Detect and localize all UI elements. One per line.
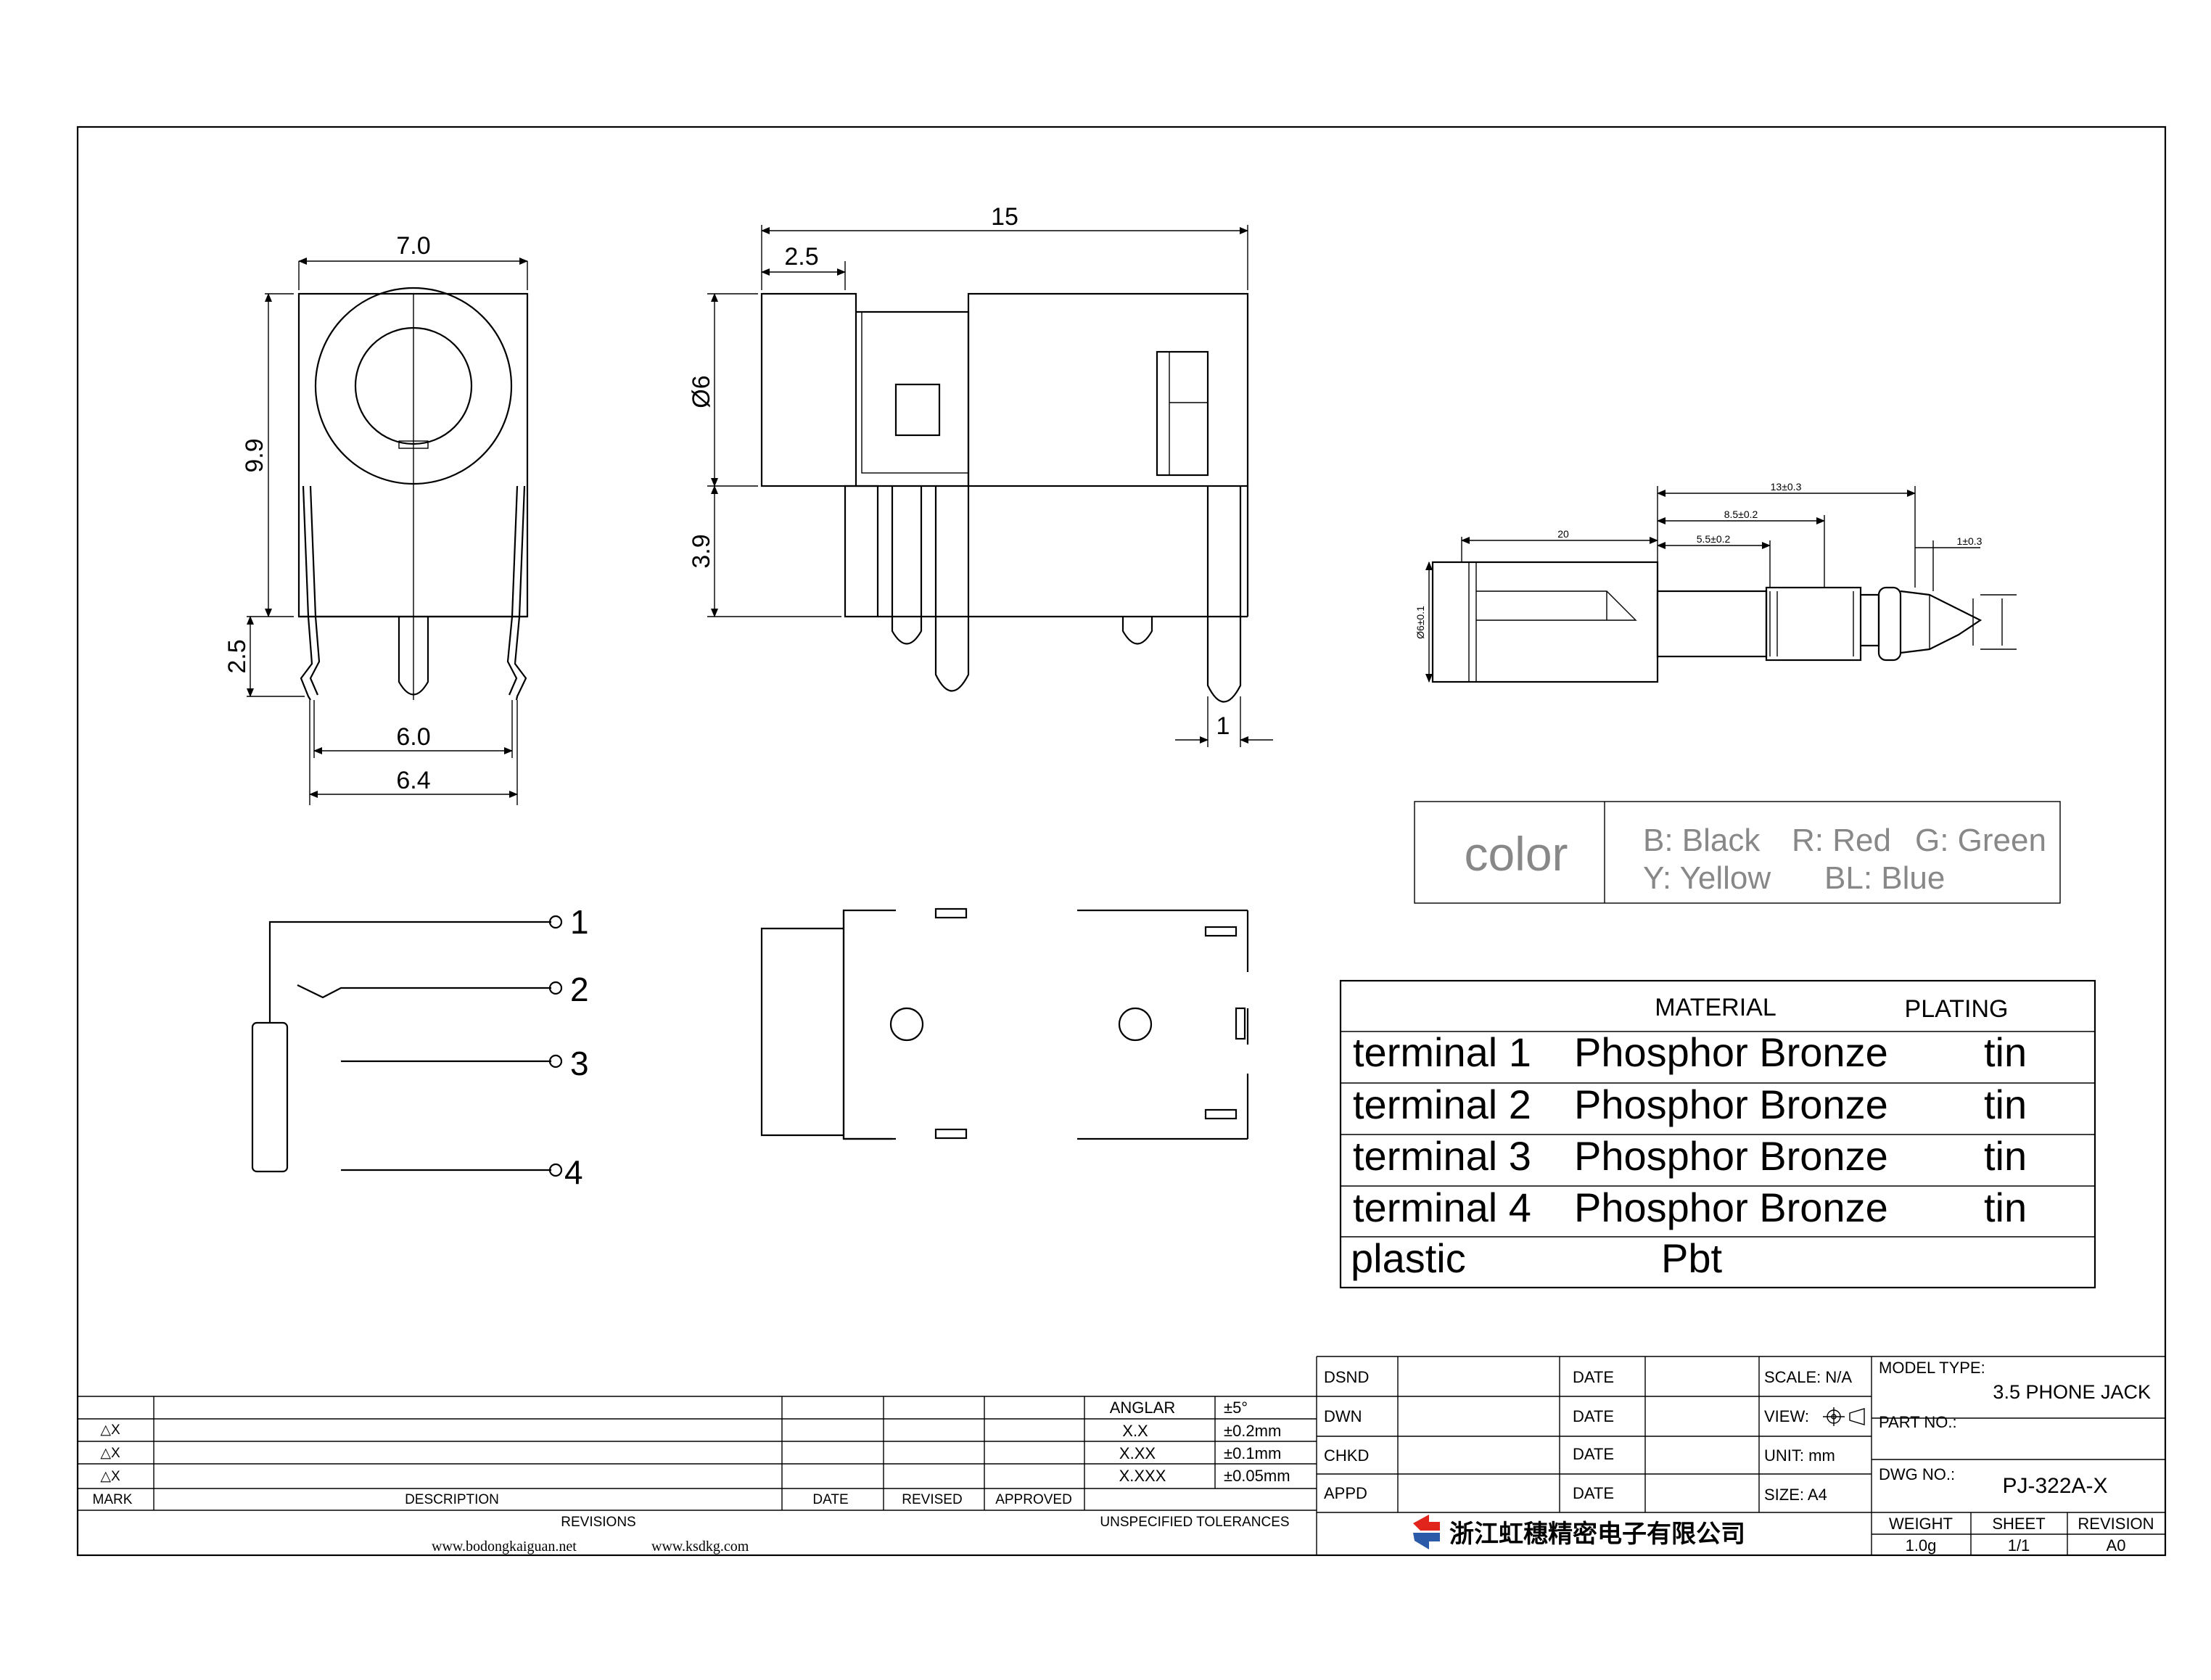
row2-material: Phosphor Bronze (1574, 1082, 1888, 1127)
tolerances-footer: UNSPECIFIED TOLERANCES (1100, 1515, 1289, 1530)
row2-plating: tin (1984, 1082, 2027, 1127)
pin-label-3: 3 (570, 1045, 589, 1082)
revision-label: REVISION (2078, 1515, 2154, 1533)
mark-row-3: △X (100, 1469, 120, 1484)
sheet-value: 1/1 (2008, 1536, 2030, 1555)
sheet-border (76, 125, 2167, 1557)
tol-label-2: X.X (1122, 1422, 1148, 1440)
weight-label: WEIGHT (1889, 1515, 1953, 1533)
tol-value-3: ±0.1mm (1224, 1444, 1281, 1462)
header-mark: MARK (93, 1492, 133, 1507)
dim-plug-55: 5.5±0.2 (1697, 533, 1731, 545)
size-label: SIZE: A4 (1764, 1486, 1827, 1504)
row5-part: plastic (1351, 1235, 1466, 1281)
dim-plug-13: 13±0.3 (1771, 481, 1802, 493)
row3-part: terminal 3 (1353, 1133, 1531, 1179)
dwg-no-label: DWG NO.: (1879, 1465, 1955, 1483)
dim-plug-85: 8.5±0.2 (1724, 508, 1758, 520)
signoff-chkd: CHKD (1324, 1446, 1369, 1465)
tol-label-4: X.XXX (1119, 1467, 1166, 1485)
dim-front-height: 9.9 (241, 438, 268, 472)
row4-material: Phosphor Bronze (1574, 1185, 1888, 1230)
unit-label: UNIT: mm (1764, 1446, 1835, 1465)
dim-front-lead: 2.5 (223, 639, 251, 673)
color-green: G: Green (1915, 823, 2046, 858)
tol-value-1: ±5° (1224, 1399, 1248, 1417)
row1-material: Phosphor Bronze (1574, 1029, 1888, 1075)
plating-header: PLATING (1905, 995, 2009, 1023)
dwg-no-value: PJ-322A-X (2002, 1474, 2107, 1498)
date-label-3: DATE (1573, 1445, 1614, 1463)
color-red: R: Red (1792, 823, 1891, 858)
row4-part: terminal 4 (1353, 1185, 1531, 1230)
dim-side-length: 15 (991, 203, 1018, 231)
header-date: DATE (812, 1492, 848, 1507)
side-view: 15 2.5 Ø6 3.9 1 (688, 203, 1273, 747)
website-1: www.bodongkaiguan.net (432, 1539, 577, 1555)
row1-part: terminal 1 (1353, 1029, 1531, 1075)
date-label-1: DATE (1573, 1368, 1614, 1386)
row4-plating: tin (1984, 1185, 2027, 1230)
material-table: MATERIAL PLATING terminal 1 Phosphor Bro… (1339, 979, 2096, 1289)
material-header: MATERIAL (1655, 994, 1776, 1021)
front-view: 7.0 9.9 2.5 6.0 6.4 (223, 232, 529, 805)
sheet-label: SHEET (1992, 1515, 2045, 1533)
company-logo (1413, 1515, 1440, 1549)
color-label: color (1464, 827, 1568, 881)
plug-view: 13±0.3 20 8.5±0.2 5.5±0.2 1±0.3 Ø6±0.1 (1415, 481, 2017, 683)
mark-row-1: △X (100, 1422, 120, 1438)
terminal-schematic: 1 2 3 4 (251, 903, 589, 1191)
tol-label-1: ANGLAR (1110, 1399, 1175, 1417)
dim-plug-1: 1±0.3 (1957, 535, 1983, 547)
model-type-value: 3.5 PHONE JACK (1993, 1381, 2151, 1403)
signoff-dwn: DWN (1324, 1407, 1362, 1425)
model-type-label: MODEL TYPE: (1879, 1359, 1985, 1377)
signoff-dsnd: DSND (1324, 1368, 1369, 1386)
pin-label-4: 4 (564, 1153, 583, 1191)
tol-label-3: X.XX (1119, 1444, 1156, 1462)
color-black: B: Black (1643, 823, 1761, 858)
dim-side-height: 3.9 (688, 534, 715, 568)
dim-plug-dia: Ø6±0.1 (1415, 606, 1426, 639)
mark-row-2: △X (100, 1446, 120, 1461)
title-block: △X △X △X MARK DESCRIPTION DATE REVISED A… (78, 1356, 2165, 1555)
signoff-appd: APPD (1324, 1484, 1367, 1502)
weight-value: 1.0g (1906, 1536, 1937, 1555)
row1-plating: tin (1984, 1029, 2027, 1075)
row2-part: terminal 2 (1353, 1082, 1531, 1127)
dim-plug-20: 20 (1557, 528, 1569, 540)
dim-side-front: 2.5 (784, 243, 818, 271)
dim-side-diameter: Ø6 (688, 375, 715, 408)
scale-label: SCALE: N/A (1764, 1368, 1852, 1386)
dim-front-pitch-b: 6.4 (396, 767, 430, 794)
dim-side-pin: 1 (1216, 712, 1230, 740)
projection-icon (1823, 1407, 1865, 1426)
color-yellow: Y: Yellow (1643, 860, 1771, 896)
revisions-footer: REVISIONS (561, 1515, 635, 1530)
header-description: DESCRIPTION (405, 1492, 499, 1507)
color-box: color B: Black R: Red G: Green Y: Yellow… (1414, 801, 2061, 904)
pin-label-1: 1 (570, 903, 589, 941)
color-blue: BL: Blue (1824, 860, 1945, 896)
view-label: VIEW: (1764, 1407, 1809, 1425)
pin-label-2: 2 (570, 971, 589, 1008)
revision-value: A0 (2107, 1536, 2126, 1555)
row5-material: Pbt (1661, 1235, 1722, 1281)
header-approved: APPROVED (995, 1492, 1072, 1507)
dim-front-width: 7.0 (396, 232, 430, 260)
row3-material: Phosphor Bronze (1574, 1133, 1888, 1179)
tol-value-4: ±0.05mm (1224, 1467, 1290, 1485)
date-label-2: DATE (1573, 1407, 1614, 1425)
header-revised: REVISED (902, 1492, 962, 1507)
part-no-label: PART NO.: (1879, 1413, 1957, 1431)
company-name: 浙江虹穗精密电子有限公司 (1449, 1520, 1745, 1549)
dim-front-pitch-a: 6.0 (396, 723, 430, 751)
website-2: www.ksdkg.com (651, 1539, 749, 1555)
top-view (760, 907, 1249, 1140)
date-label-4: DATE (1573, 1484, 1614, 1502)
tol-value-2: ±0.2mm (1224, 1422, 1281, 1440)
row3-plating: tin (1984, 1133, 2027, 1179)
